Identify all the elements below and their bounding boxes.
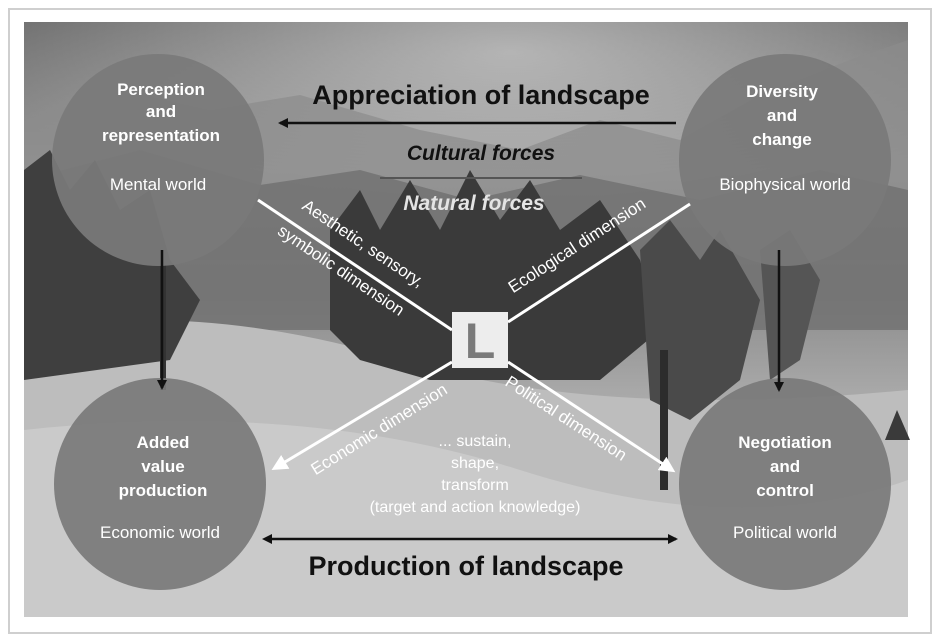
mental-title-line1: Perception	[117, 80, 205, 99]
arrow-economic	[271, 360, 453, 471]
political-title-line1: Negotiation	[738, 433, 832, 452]
arrow-political	[507, 360, 676, 473]
biophysical-title-line1: Diversity	[746, 82, 818, 101]
center-logo-letter: L	[465, 313, 496, 369]
mental-title-line3: representation	[102, 126, 220, 145]
action-line2: shape,	[451, 455, 499, 472]
node-mental: Perception and representation Mental wor…	[52, 54, 264, 266]
action-line1: ... sustain,	[439, 433, 512, 450]
economic-title-line2: value	[141, 457, 184, 476]
natural-forces-label: Natural forces	[403, 192, 544, 215]
mental-title-line2: and	[146, 102, 176, 121]
center-logo: L	[452, 312, 508, 369]
node-biophysical: Diversity and change Biophysical world	[679, 54, 891, 266]
mental-subtitle: Mental world	[110, 175, 206, 194]
node-economic: Added value production Economic world	[54, 378, 266, 590]
diagram-frame	[8, 8, 932, 634]
cultural-forces-label: Cultural forces	[407, 142, 555, 165]
economic-title-line3: production	[119, 481, 208, 500]
production-heading: Production of landscape	[308, 551, 623, 581]
economic-title-line1: Added	[137, 433, 190, 452]
node-political: Negotiation and control Political world	[679, 378, 891, 590]
line-ecological	[507, 202, 691, 324]
action-line4: (target and action knowledge)	[370, 499, 581, 516]
political-title-line2: and	[770, 457, 800, 476]
political-title-line3: control	[756, 481, 814, 500]
line-aesthetic	[257, 198, 453, 332]
biophysical-title-line3: change	[752, 130, 812, 149]
economic-subtitle: Economic world	[100, 523, 220, 542]
appreciation-heading: Appreciation of landscape	[312, 80, 650, 110]
biophysical-subtitle: Biophysical world	[719, 175, 850, 194]
political-subtitle: Political world	[733, 523, 837, 542]
action-line3: transform	[441, 477, 509, 494]
biophysical-title-line2: and	[767, 106, 797, 125]
